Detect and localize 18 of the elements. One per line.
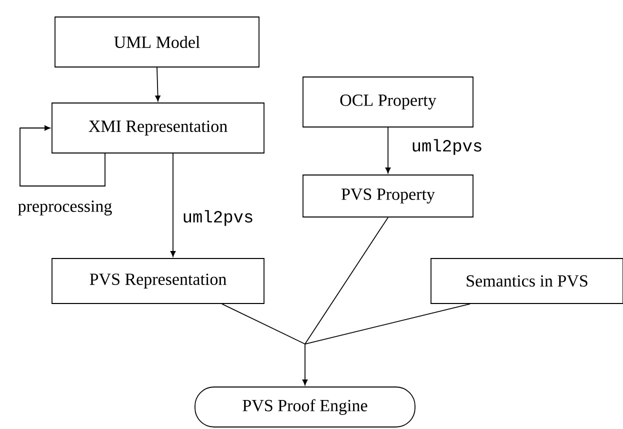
arrow [385,127,391,174]
process-box: Semantics in PVS [430,258,623,304]
edge-label: preprocessing [16,200,114,216]
process-box: OCL Property [302,76,474,128]
arrow [170,153,176,257]
line [304,304,470,344]
process-box: PVS Representation [52,258,264,304]
arrow [20,125,106,186]
process-box: XMI Representation [52,102,264,154]
line [304,217,388,344]
terminal-box: PVS Proof Engine [194,386,416,428]
process-box: PVS Property [302,174,474,218]
arrow [302,344,308,386]
line [222,304,306,344]
process-box: UML Model [54,16,260,68]
edge-label: uml2pvs [181,209,255,227]
edge-label: uml2pvs [410,138,484,156]
arrow [155,67,160,102]
